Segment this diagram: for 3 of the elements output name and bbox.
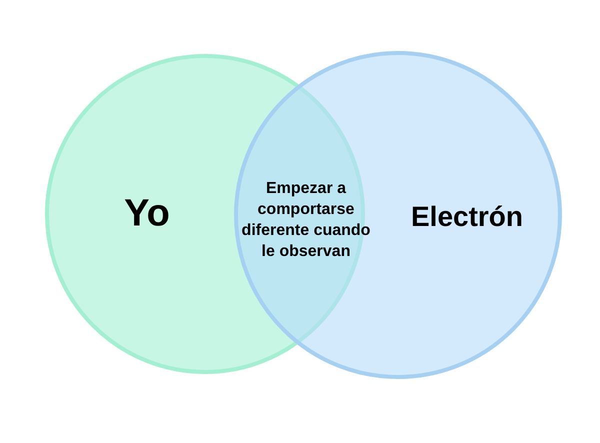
circle-label: Electrón (410, 201, 524, 233)
overlap-text: Empezar a comportarse diferente cuando le observan (241, 179, 371, 262)
circle-label: Yo (124, 192, 170, 236)
